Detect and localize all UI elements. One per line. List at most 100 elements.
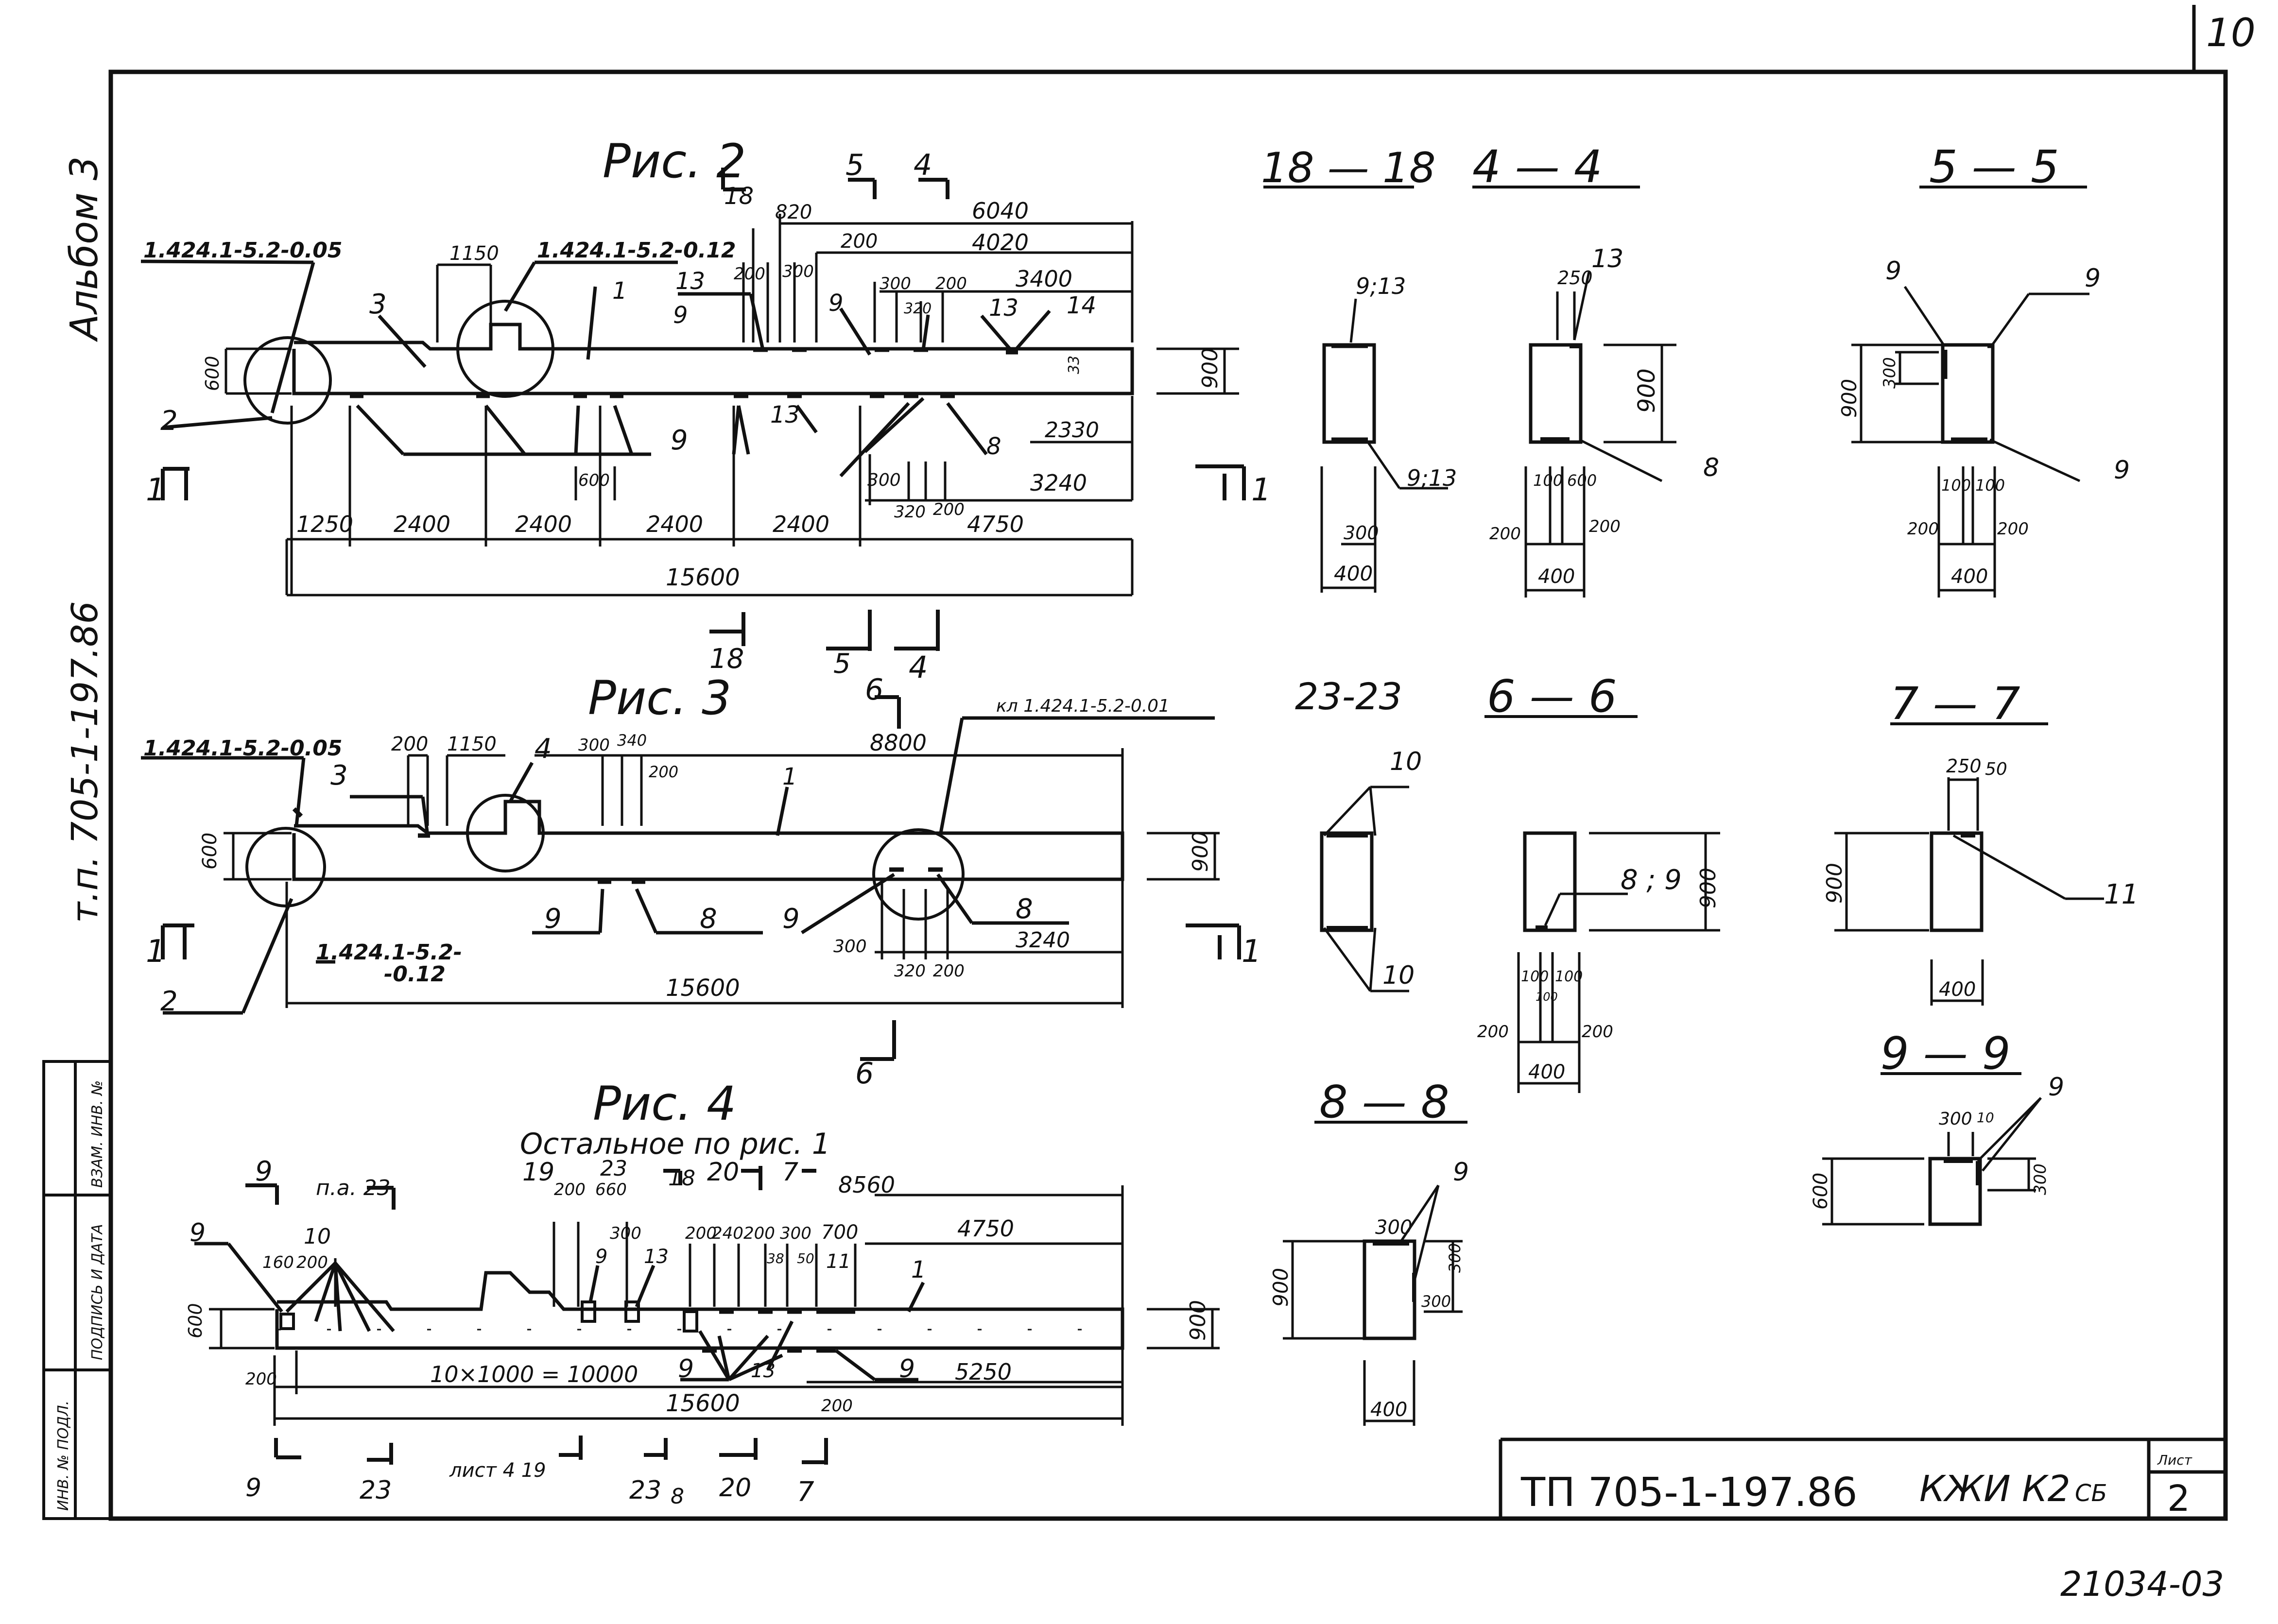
footer-number: 21034-03 [2060,1564,2224,1604]
fig4-dim-200a: 200 [296,1253,328,1272]
side-stamp [42,1060,112,1520]
fig2-detail-circle-left [243,336,332,425]
titleblock-suffix: СБ [2075,1480,2107,1507]
drawing-frame [108,69,2228,1521]
fig3-dim-200c: 200 [933,961,965,981]
fig2-dim-33: 33 [1066,356,1083,374]
section-5-pos-9c: 9 [2114,456,2130,485]
fig4-pa: п.а. 23 [316,1176,391,1200]
section-6-dim-100b: 100 [1555,968,1583,985]
section-5-pos-9b: 9 [2085,264,2101,293]
fig2-title: Рис. 2 [603,134,746,188]
section-9-title: 9 — 9 [1881,1027,2011,1079]
fig3-pos-4: 4 [535,733,552,765]
fig3-title: Рис. 3 [588,671,731,725]
section-7-dim-400: 400 [1939,978,1976,1001]
fig4-cut-bottom-23a: 23 [360,1476,392,1505]
section-18-dim-300: 300 [1344,522,1379,544]
fig4-cut-top-9: 9 [255,1156,273,1187]
section-4-pos-13: 13 [1591,244,1623,274]
titleblock-sheet-label: Лист [2157,1452,2192,1468]
fig2-dim-200d: 200 [724,194,725,195]
fig4-dim-200d: 200 [743,1224,775,1243]
fig4-cut-bottom-20: 20 [719,1473,751,1503]
fig2-total: 15600 [666,564,740,591]
fig2-span-1250: 1250 [296,511,353,537]
fig3-dim-300b: 300 [833,937,867,957]
fig4-dim-200e: 200 [245,1369,277,1389]
fig2-dim-200a: 200 [841,230,878,253]
fig4-drawing [194,1166,1220,1465]
section-23-pos-10b: 10 [1382,961,1415,990]
fig3-section-mark-left: 1 [146,934,166,970]
section-8-dim-300b: 300 [1421,1292,1451,1311]
fig2-pos-13b: 13 [770,401,800,428]
fig3-ref-right: кл 1.424.1-5.2-0.01 [996,696,1170,716]
section-4-dim-900: 900 [1633,368,1660,413]
fig4-dim-5250: 5250 [955,1359,1012,1385]
fig4-dim-200b: 200 [554,1180,586,1199]
fig4-cut-top-7: 7 [782,1158,798,1187]
fig4-cut-bottom-7: 7 [797,1476,814,1508]
section-7-dim-250: 250 [1946,755,1982,777]
section-4-title: 4 — 4 [1472,141,1603,193]
fig2-pos-13a: 13 [675,268,705,295]
fig2-span-2400b: 2400 [515,511,572,537]
fig3-pos-9b: 9 [782,903,800,935]
fig3-dim-900h: 900 [1188,831,1213,872]
fig2-dim-320b: 320 [894,502,926,522]
fig4-dim-300b: 300 [780,1224,811,1243]
fig4-dim-700: 700 [821,1221,858,1244]
fig4-dim-200f: 200 [821,1396,853,1416]
fig3-cut-top: 6 [865,673,883,707]
fig4-dim-660: 660 [595,1180,627,1199]
title-block [1499,1437,2226,1519]
fig3-dim-200b: 200 [649,763,678,781]
section-5-dim-100b: 100 [1975,476,2005,495]
fig2-dim-320: 320 [904,300,932,317]
fig3-pos-8b: 8 [1016,893,1033,925]
fig2-dim-200b: 200 [734,264,765,284]
section-4-dim-200a: 200 [1489,524,1521,544]
fig4-pos-10: 10 [304,1224,331,1249]
fig2-span-2400c: 2400 [646,511,703,537]
fig4-pos-13a: 13 [644,1246,669,1268]
fig4-pos-9c: 9 [678,1354,694,1384]
project-code-vertical: т.п. 705-1-197.86 [64,601,106,923]
fig4-dim-38: 38 [767,1250,784,1266]
fig3-cut-bottom: 6 [855,1057,874,1091]
fig3-dim-1150: 1150 [447,733,497,755]
fig4-cut-top-23: 23 [600,1156,627,1181]
fig4-cut-bottom-sheet4-19: лист 4 19 [449,1459,546,1482]
stamp-col-1: ИНВ. № ПОДЛ. [55,1401,72,1511]
section-5-dim-200a: 200 [1907,519,1939,539]
fig4-cut-top-19: 19 [522,1158,554,1187]
fig3-drawing [141,695,1241,1061]
section-23-pos-10a: 10 [1390,747,1422,776]
fig2-dim-300b: 300 [880,274,911,293]
section-5-title: 5 — 5 [1929,141,2059,193]
fig4-dim-4750: 4750 [957,1215,1014,1242]
fig2-dim-200c: 200 [935,274,967,293]
fig2-cut-top-5: 5 [846,148,864,182]
section-9-dim-300b: 300 [2031,1163,2050,1195]
fig4-pos-11: 11 [826,1250,851,1273]
fig2-cut-bottom-4: 4 [909,650,928,685]
fig2-drawing [140,168,1246,651]
fig3-pos-1: 1 [782,763,797,790]
section-5-dim-300: 300 [1880,357,1899,389]
section-5-dim-200b: 200 [1997,519,2029,539]
section-5-dim-400: 400 [1951,565,1988,588]
section-4-dim-200b: 200 [1589,517,1621,536]
section-7-dim-900: 900 [1822,863,1847,904]
section-18-dim-400: 400 [1334,562,1373,585]
fig2-span-2400a: 2400 [394,511,450,537]
fig2-cut-bottom-18: 18 [709,643,744,675]
section-8-dim-300a: 300 [1446,1243,1464,1273]
fig4-dim-200c: 200 [685,1224,717,1243]
fig4-note: Остальное по рис. 1 [520,1127,830,1161]
section-4-dim-250: 250 [1557,267,1593,289]
section-4-pos-8: 8 [1703,453,1719,482]
fig3-detail-circle-right [872,828,965,921]
stamp-col-3: ВЗАМ. ИНВ. № [89,1080,106,1188]
